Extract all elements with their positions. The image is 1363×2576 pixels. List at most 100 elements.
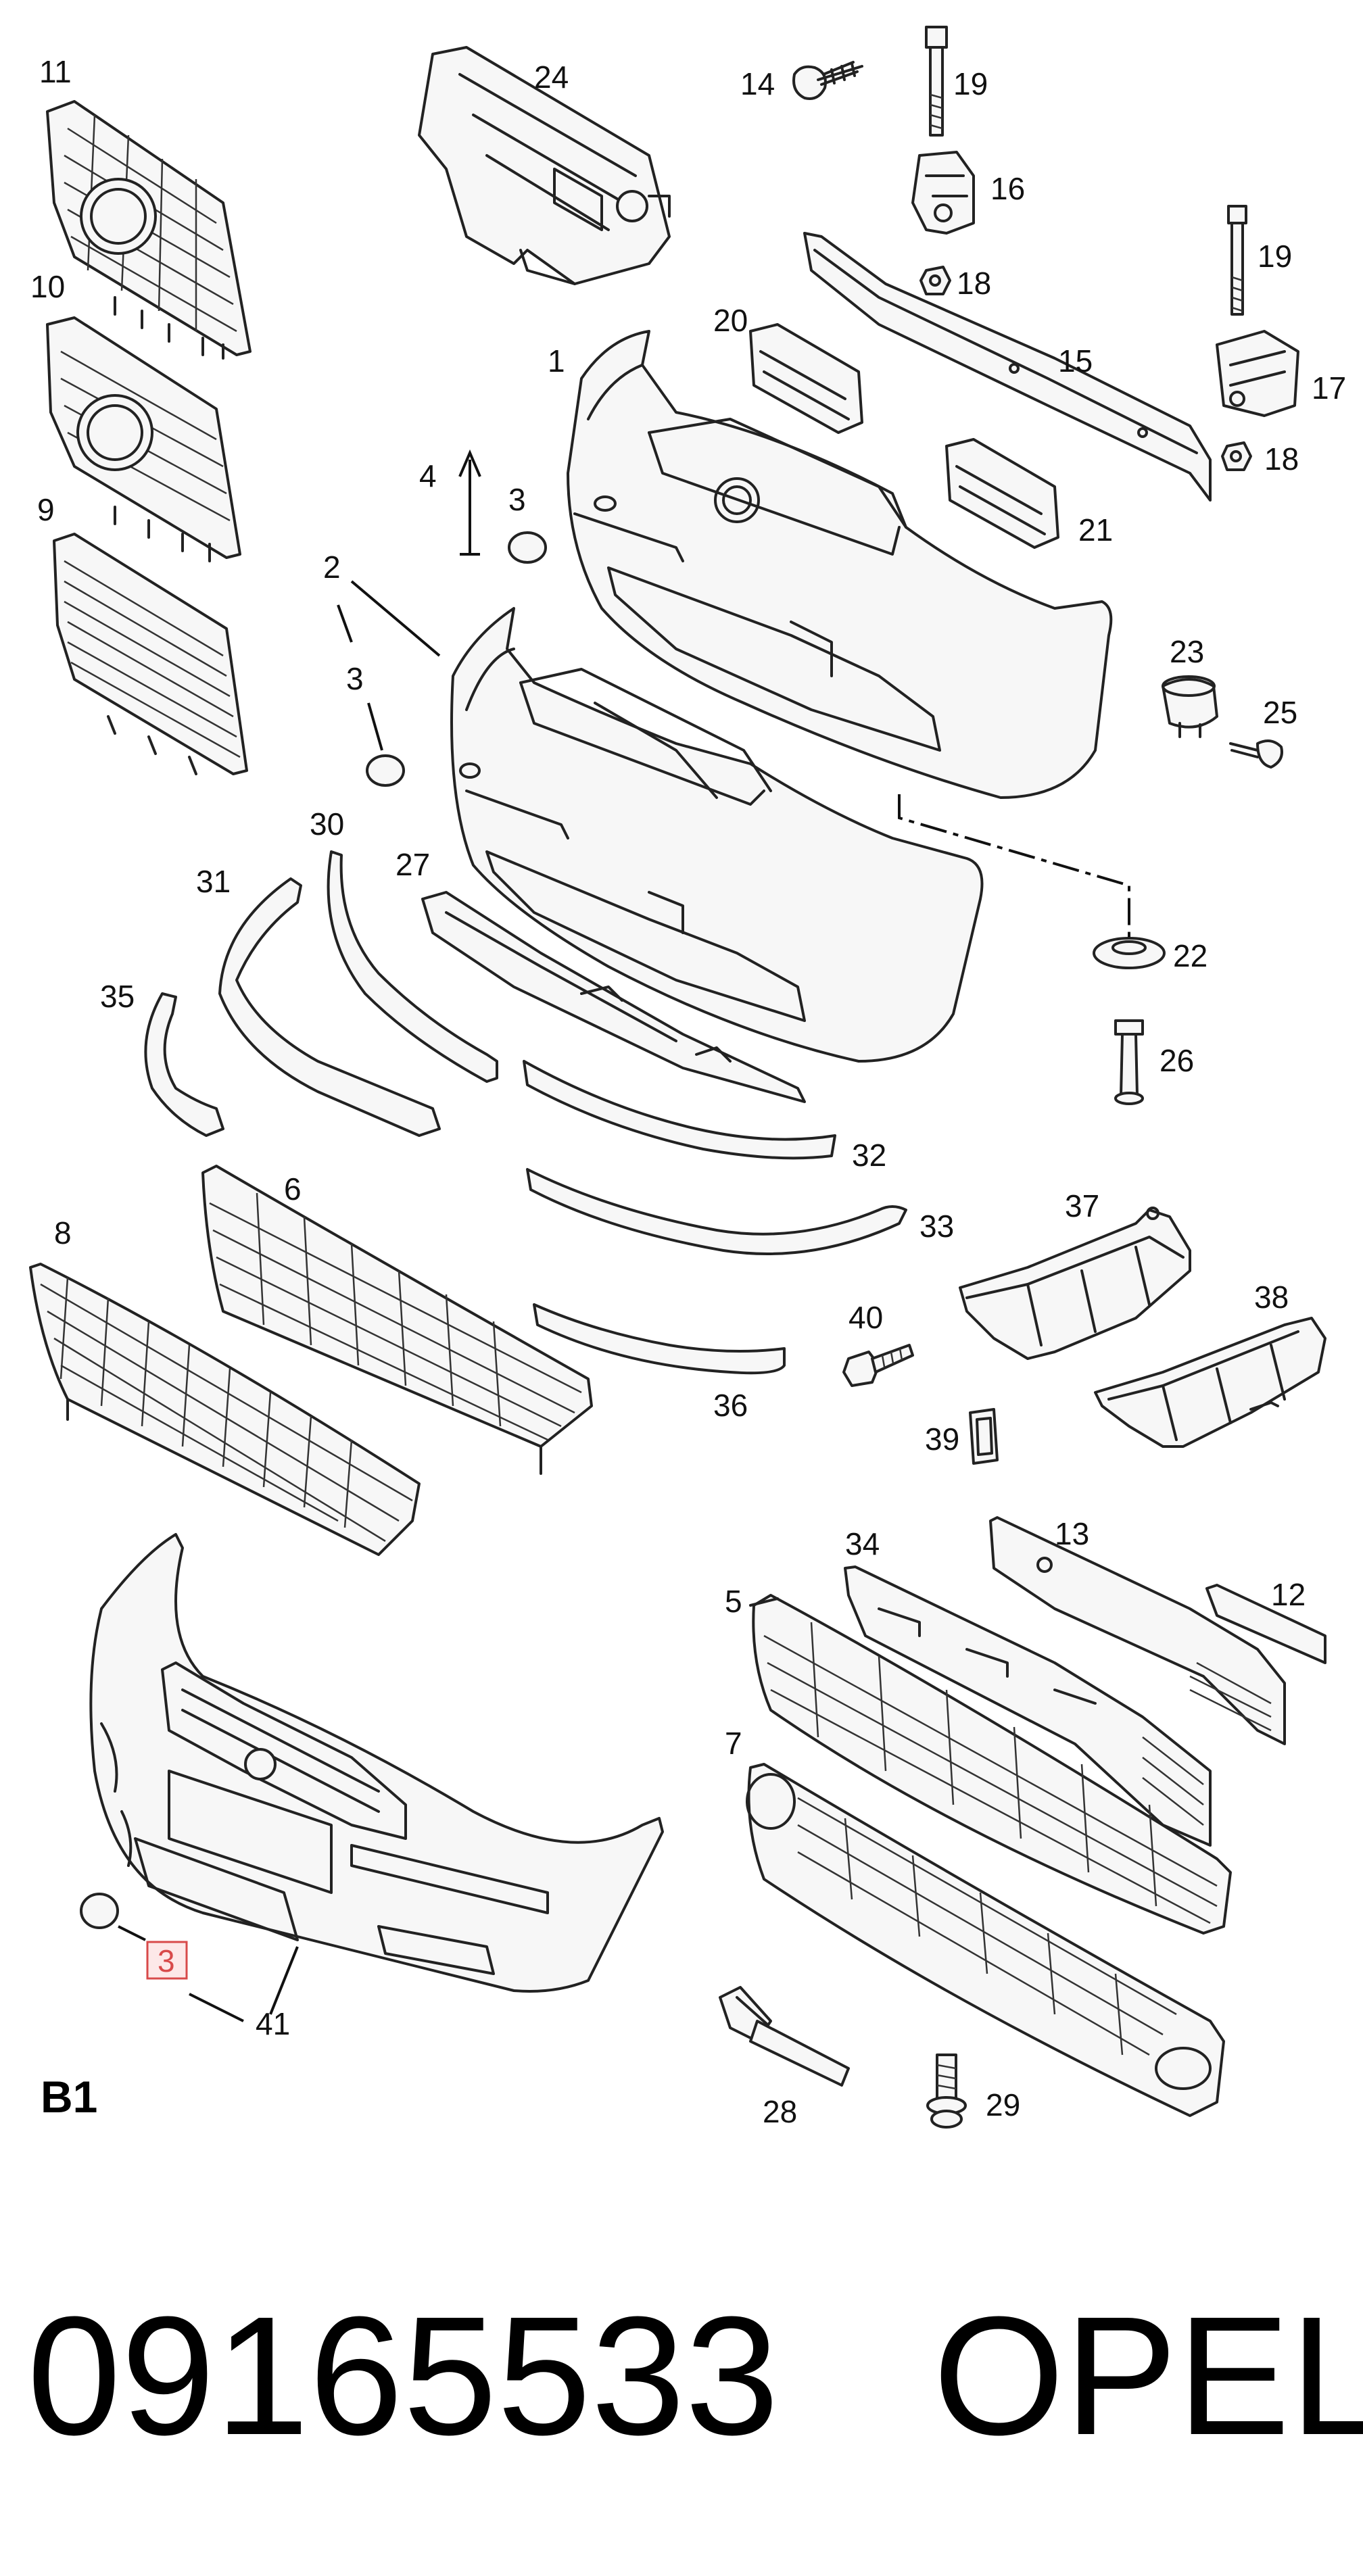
callout-24: 24: [534, 59, 569, 95]
callout-11: 11: [39, 54, 72, 89]
callout-9: 9: [37, 492, 55, 527]
callout-19-top: 19: [953, 66, 988, 101]
callout-4: 4: [419, 458, 437, 493]
part-7-grille: [746, 1763, 1225, 2117]
part-19-bolt-top: [925, 26, 948, 137]
part-1-bumper: [567, 330, 1113, 799]
callout-18-upper: 18: [957, 266, 991, 301]
part-41-bumper-assembly: [89, 1533, 664, 1993]
callout-28: 28: [763, 2094, 797, 2129]
part-18-nut-upper: [919, 266, 951, 295]
part-34-strip: [844, 1565, 1212, 1847]
part-31-trim: [218, 877, 441, 1137]
callout-10: 10: [30, 269, 65, 304]
part-14-screw: [792, 61, 863, 100]
part-9-grille: [53, 533, 248, 775]
part-16-bracket: [911, 151, 975, 235]
part-11-grille: [46, 100, 252, 360]
highlighted-callout-3-label: 3: [158, 1943, 175, 1978]
part-25-screw: [1229, 739, 1283, 769]
part-4-arrow: [458, 449, 481, 556]
part-40-bolt: [842, 1344, 914, 1387]
leader-2: [350, 580, 441, 657]
part-23-clip: [1162, 675, 1218, 738]
callout-5: 5: [725, 1584, 742, 1619]
callout-8: 8: [54, 1215, 72, 1250]
leader-41: [269, 1946, 299, 2015]
sheet-label: B1: [41, 2072, 97, 2122]
callout-labels: 11 10 9 24 14 19 16 18 19 17 18 15 20 1 …: [30, 54, 1346, 2129]
callout-7: 7: [725, 1726, 742, 1761]
callout-30: 30: [310, 806, 344, 842]
callout-18-lower: 18: [1264, 441, 1299, 477]
highlighted-callout-3[interactable]: 3: [146, 1941, 188, 1980]
callout-32: 32: [852, 1138, 886, 1173]
part-17-bracket: [1216, 330, 1299, 417]
callout-33: 33: [919, 1209, 954, 1244]
callout-20: 20: [713, 303, 748, 338]
part-13-trim: [989, 1516, 1286, 1745]
callout-22: 22: [1173, 938, 1207, 973]
leader-3-middle: [367, 702, 383, 751]
part-32-trim: [523, 1060, 836, 1160]
part-22-grommet: [1093, 937, 1166, 969]
callout-3-upper: 3: [508, 482, 526, 517]
part-28-clip: [719, 1986, 850, 2087]
part-number-caption: 09165533 OPEL: [27, 2278, 1363, 2474]
callout-17: 17: [1312, 370, 1346, 406]
leader-dashed-22: [898, 794, 1130, 940]
part-38-bracket: [1094, 1317, 1326, 1448]
callout-12: 12: [1271, 1577, 1306, 1612]
part-3-plug-lower: [80, 1893, 119, 1929]
callout-15: 15: [1058, 343, 1093, 379]
part-5-grille: [749, 1594, 1232, 1935]
callout-31: 31: [196, 864, 231, 899]
leader-3-lower: [189, 1993, 244, 2022]
part-37-bracket: [959, 1207, 1191, 1360]
callout-37: 37: [1065, 1188, 1099, 1223]
part-18-nut-lower: [1221, 441, 1252, 471]
callout-13: 13: [1055, 1516, 1089, 1551]
callout-26: 26: [1159, 1043, 1194, 1078]
callout-34: 34: [845, 1526, 880, 1561]
leader-3-lower-b: [118, 1925, 146, 1941]
callout-6: 6: [284, 1171, 302, 1207]
callout-29: 29: [986, 2087, 1020, 2122]
callout-1: 1: [548, 343, 565, 379]
part-3-plug-middle: [366, 754, 405, 787]
part-15-reinforcement: [803, 232, 1212, 502]
callout-21: 21: [1078, 512, 1113, 548]
part-3-plug-upper: [508, 531, 547, 564]
callout-41: 41: [256, 2006, 290, 2041]
callout-36: 36: [713, 1388, 748, 1423]
callout-14: 14: [740, 66, 775, 101]
part-30-trim: [327, 850, 498, 1083]
part-6-grille: [201, 1165, 593, 1475]
part-29-bolt: [926, 2053, 967, 2129]
brand-name: OPEL: [933, 2281, 1363, 2470]
callout-35: 35: [100, 979, 135, 1014]
part-21-mount: [945, 438, 1059, 549]
part-27-lower-bracket: [421, 891, 806, 1103]
callout-19-right: 19: [1258, 239, 1292, 274]
part-10-grille: [46, 316, 241, 562]
callout-3-middle: 3: [346, 661, 364, 696]
callout-39: 39: [925, 1421, 959, 1457]
part-19-bolt-right: [1227, 205, 1247, 316]
part-20-mount: [749, 323, 863, 434]
part-8-grille: [29, 1263, 421, 1556]
callout-2: 2: [323, 550, 341, 585]
part-24-bracket: [418, 46, 671, 285]
callout-16: 16: [990, 171, 1025, 206]
callout-38: 38: [1254, 1280, 1289, 1315]
part-36-trim: [533, 1303, 786, 1375]
part-33-trim: [526, 1168, 907, 1255]
part-26-pin: [1114, 1019, 1144, 1105]
callout-40: 40: [848, 1300, 883, 1335]
callout-23: 23: [1170, 634, 1204, 669]
part-number: 09165533: [27, 2281, 780, 2470]
part-2-bumper: [450, 607, 984, 1063]
callout-25: 25: [1263, 695, 1297, 730]
callout-27: 27: [396, 847, 430, 882]
